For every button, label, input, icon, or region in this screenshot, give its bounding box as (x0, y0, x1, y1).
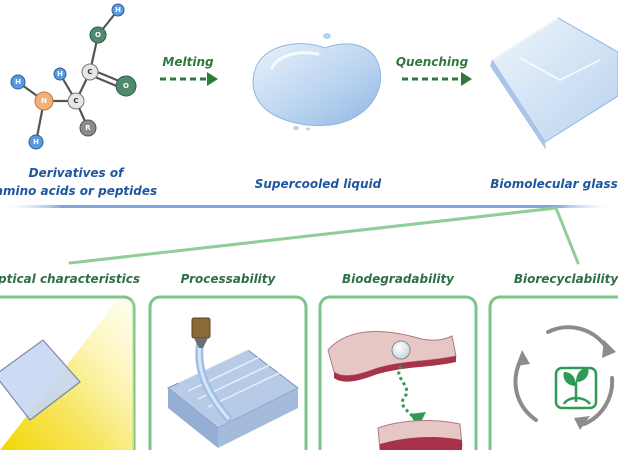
glass-label: Biomolecular glass (490, 177, 618, 191)
melting-arrow (160, 72, 218, 86)
quenching-label: Quenching (396, 55, 469, 69)
svg-text:C: C (87, 68, 92, 76)
hydrogen-atom: H (53, 67, 67, 81)
panel-biodegradability (318, 295, 478, 450)
section-divider (0, 205, 618, 208)
hydrogen-atom: H (111, 3, 125, 17)
svg-text:H: H (115, 6, 121, 14)
svg-text:N: N (41, 97, 47, 105)
liquid-label: Supercooled liquid (255, 177, 382, 191)
printed-filament-stack (167, 344, 299, 448)
svg-text:H: H (15, 78, 21, 86)
print-nozzle-icon (191, 317, 211, 348)
panel-optical (0, 295, 136, 450)
carbon-atom: C (67, 92, 85, 110)
r-group-atom: R (79, 119, 97, 137)
category-label-biorecyclability: Biorecyclability (514, 272, 618, 286)
oxygen-atom: O (89, 26, 107, 44)
panel-processability (148, 295, 308, 450)
hydrogen-atom: H (10, 74, 26, 90)
category-label-biodegradability: Biodegradability (342, 272, 455, 286)
category-label-processability: Processability (181, 272, 277, 286)
svg-text:O: O (95, 31, 101, 39)
molecule-bonds (17, 9, 125, 143)
glass-sheet (490, 17, 618, 150)
melting-label: Melting (162, 55, 214, 69)
panel-biorecyclability (488, 295, 618, 450)
droplet (293, 126, 299, 130)
glass-sample-icon (0, 339, 81, 421)
molecule-structure: H N H C H C O H (10, 3, 137, 150)
svg-text:H: H (57, 70, 63, 78)
tissue-layer-upper (327, 330, 457, 382)
nitrogen-atom: N (34, 91, 54, 111)
quenching-arrow (402, 72, 472, 86)
category-label-optical: ptical characteristics (0, 272, 140, 286)
droplet (323, 33, 331, 39)
sprout-icon (554, 366, 598, 410)
oxygen-atom: O (115, 75, 137, 97)
connector-lines (68, 206, 580, 265)
svg-text:C: C (73, 97, 78, 105)
hydrogen-atom: H (28, 134, 44, 150)
droplet (306, 127, 310, 131)
molecule-label-line1: Derivatives of (29, 166, 125, 180)
svg-text:H: H (33, 138, 39, 146)
glass-implant-sphere (391, 340, 411, 360)
degradation-arrow (410, 412, 426, 428)
supercooled-liquid-blob (252, 33, 382, 131)
svg-text:O: O (123, 82, 129, 90)
molecule-label-line2: amino acids or peptides (0, 184, 157, 198)
tissue-layer-lower (377, 420, 463, 450)
carbon-atom: C (81, 63, 99, 81)
svg-text:R: R (85, 124, 91, 132)
